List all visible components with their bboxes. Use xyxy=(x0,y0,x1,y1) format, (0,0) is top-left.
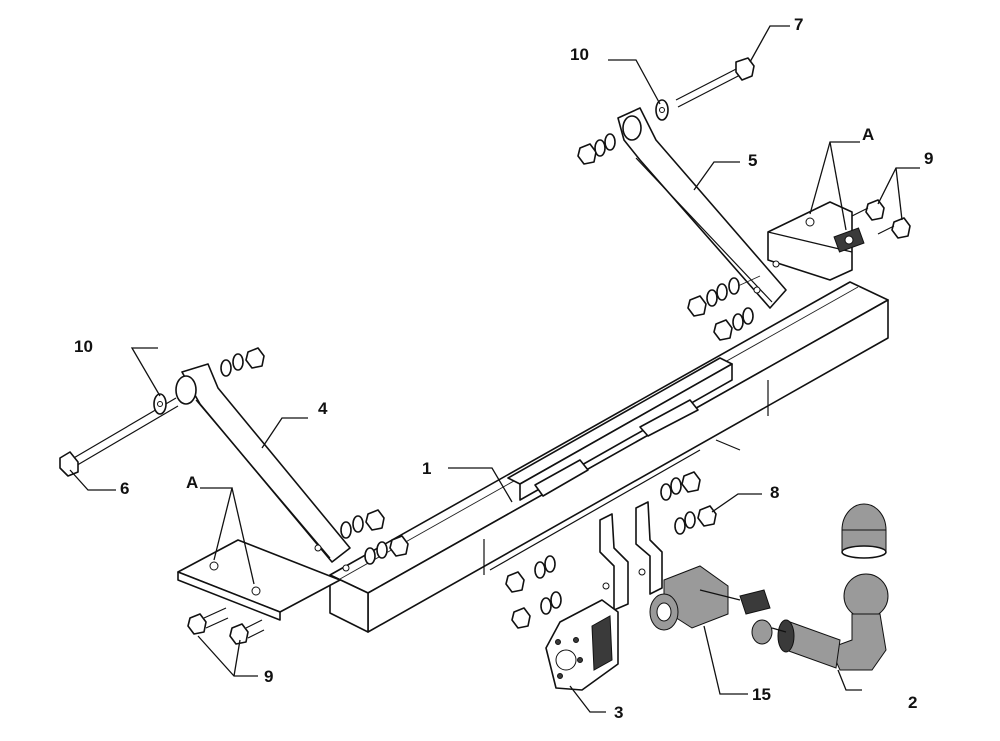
callout-labels: 1 2 3 4 5 6 7 8 9 9 10 10 15 A A xyxy=(74,15,933,722)
label-6: 6 xyxy=(120,479,129,498)
long-bolt-part-7 xyxy=(675,57,755,108)
label-1: 1 xyxy=(422,459,431,478)
right-arm-lower-nuts xyxy=(687,275,761,341)
label-10-right: 10 xyxy=(570,45,589,64)
left-arm-lower-nuts xyxy=(340,509,409,565)
label-4: 4 xyxy=(318,399,328,418)
label-2: 2 xyxy=(908,693,917,712)
label-9-right: 9 xyxy=(924,149,933,168)
socket-plate-part-3 xyxy=(545,599,619,691)
ball-mount-brackets xyxy=(599,501,663,611)
washer-left-part-10 xyxy=(153,393,167,415)
right-arm-part-5 xyxy=(617,107,787,309)
washer-right-part-10 xyxy=(655,99,669,121)
label-a-right: A xyxy=(862,125,874,144)
label-5: 5 xyxy=(748,151,757,170)
label-10-left: 10 xyxy=(74,337,93,356)
left-arm-nuts xyxy=(220,347,265,377)
label-a-left: A xyxy=(186,473,198,492)
left-arm-part-4 xyxy=(175,363,351,572)
tow-ball-part-2 xyxy=(751,573,889,671)
right-arm-top-nuts xyxy=(577,133,616,165)
bolts-right-part-9 xyxy=(851,199,911,239)
bolts-left-part-9 xyxy=(187,607,265,645)
left-mounting-bracket xyxy=(177,539,341,621)
right-mounting-bracket xyxy=(767,201,865,281)
electrical-socket-part-15 xyxy=(649,565,771,631)
label-9-left: 9 xyxy=(264,667,273,686)
tow-ball-cover xyxy=(841,503,887,559)
crossbar-part-1 xyxy=(329,281,889,633)
label-7: 7 xyxy=(794,15,803,34)
label-8: 8 xyxy=(770,483,779,502)
label-15: 15 xyxy=(752,685,771,704)
label-3: 3 xyxy=(614,703,623,722)
lower-bolts xyxy=(505,555,562,629)
leader-lines xyxy=(69,25,920,713)
bolts-part-8 xyxy=(660,471,717,535)
